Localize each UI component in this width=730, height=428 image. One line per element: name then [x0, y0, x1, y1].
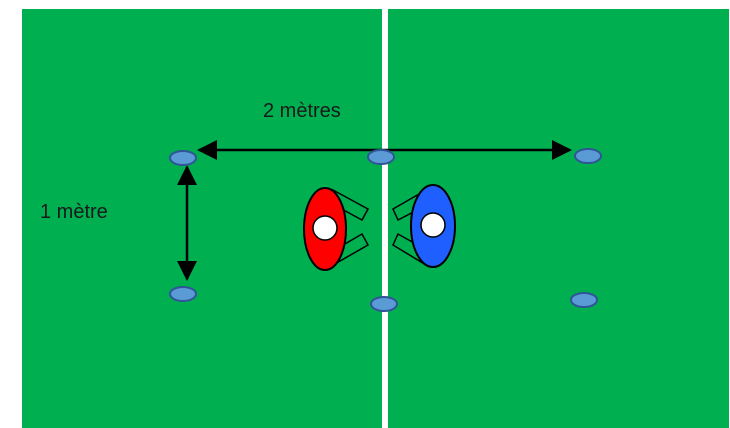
playing-field — [22, 9, 729, 428]
cone-marker-icon — [367, 149, 395, 165]
cone-marker-icon — [169, 150, 197, 166]
player-blue-head — [420, 212, 446, 238]
cone-marker-icon — [370, 296, 398, 312]
horizontal-distance-label: 2 mètres — [263, 100, 341, 122]
player-blue-icon — [392, 184, 456, 268]
vertical-distance-label: 1 mètre — [40, 201, 108, 223]
center-line — [382, 9, 388, 428]
cone-marker-icon — [570, 292, 598, 308]
player-red-icon — [303, 187, 370, 271]
cone-marker-icon — [169, 286, 197, 302]
cone-marker-icon — [574, 148, 602, 164]
player-red-head — [312, 215, 338, 241]
